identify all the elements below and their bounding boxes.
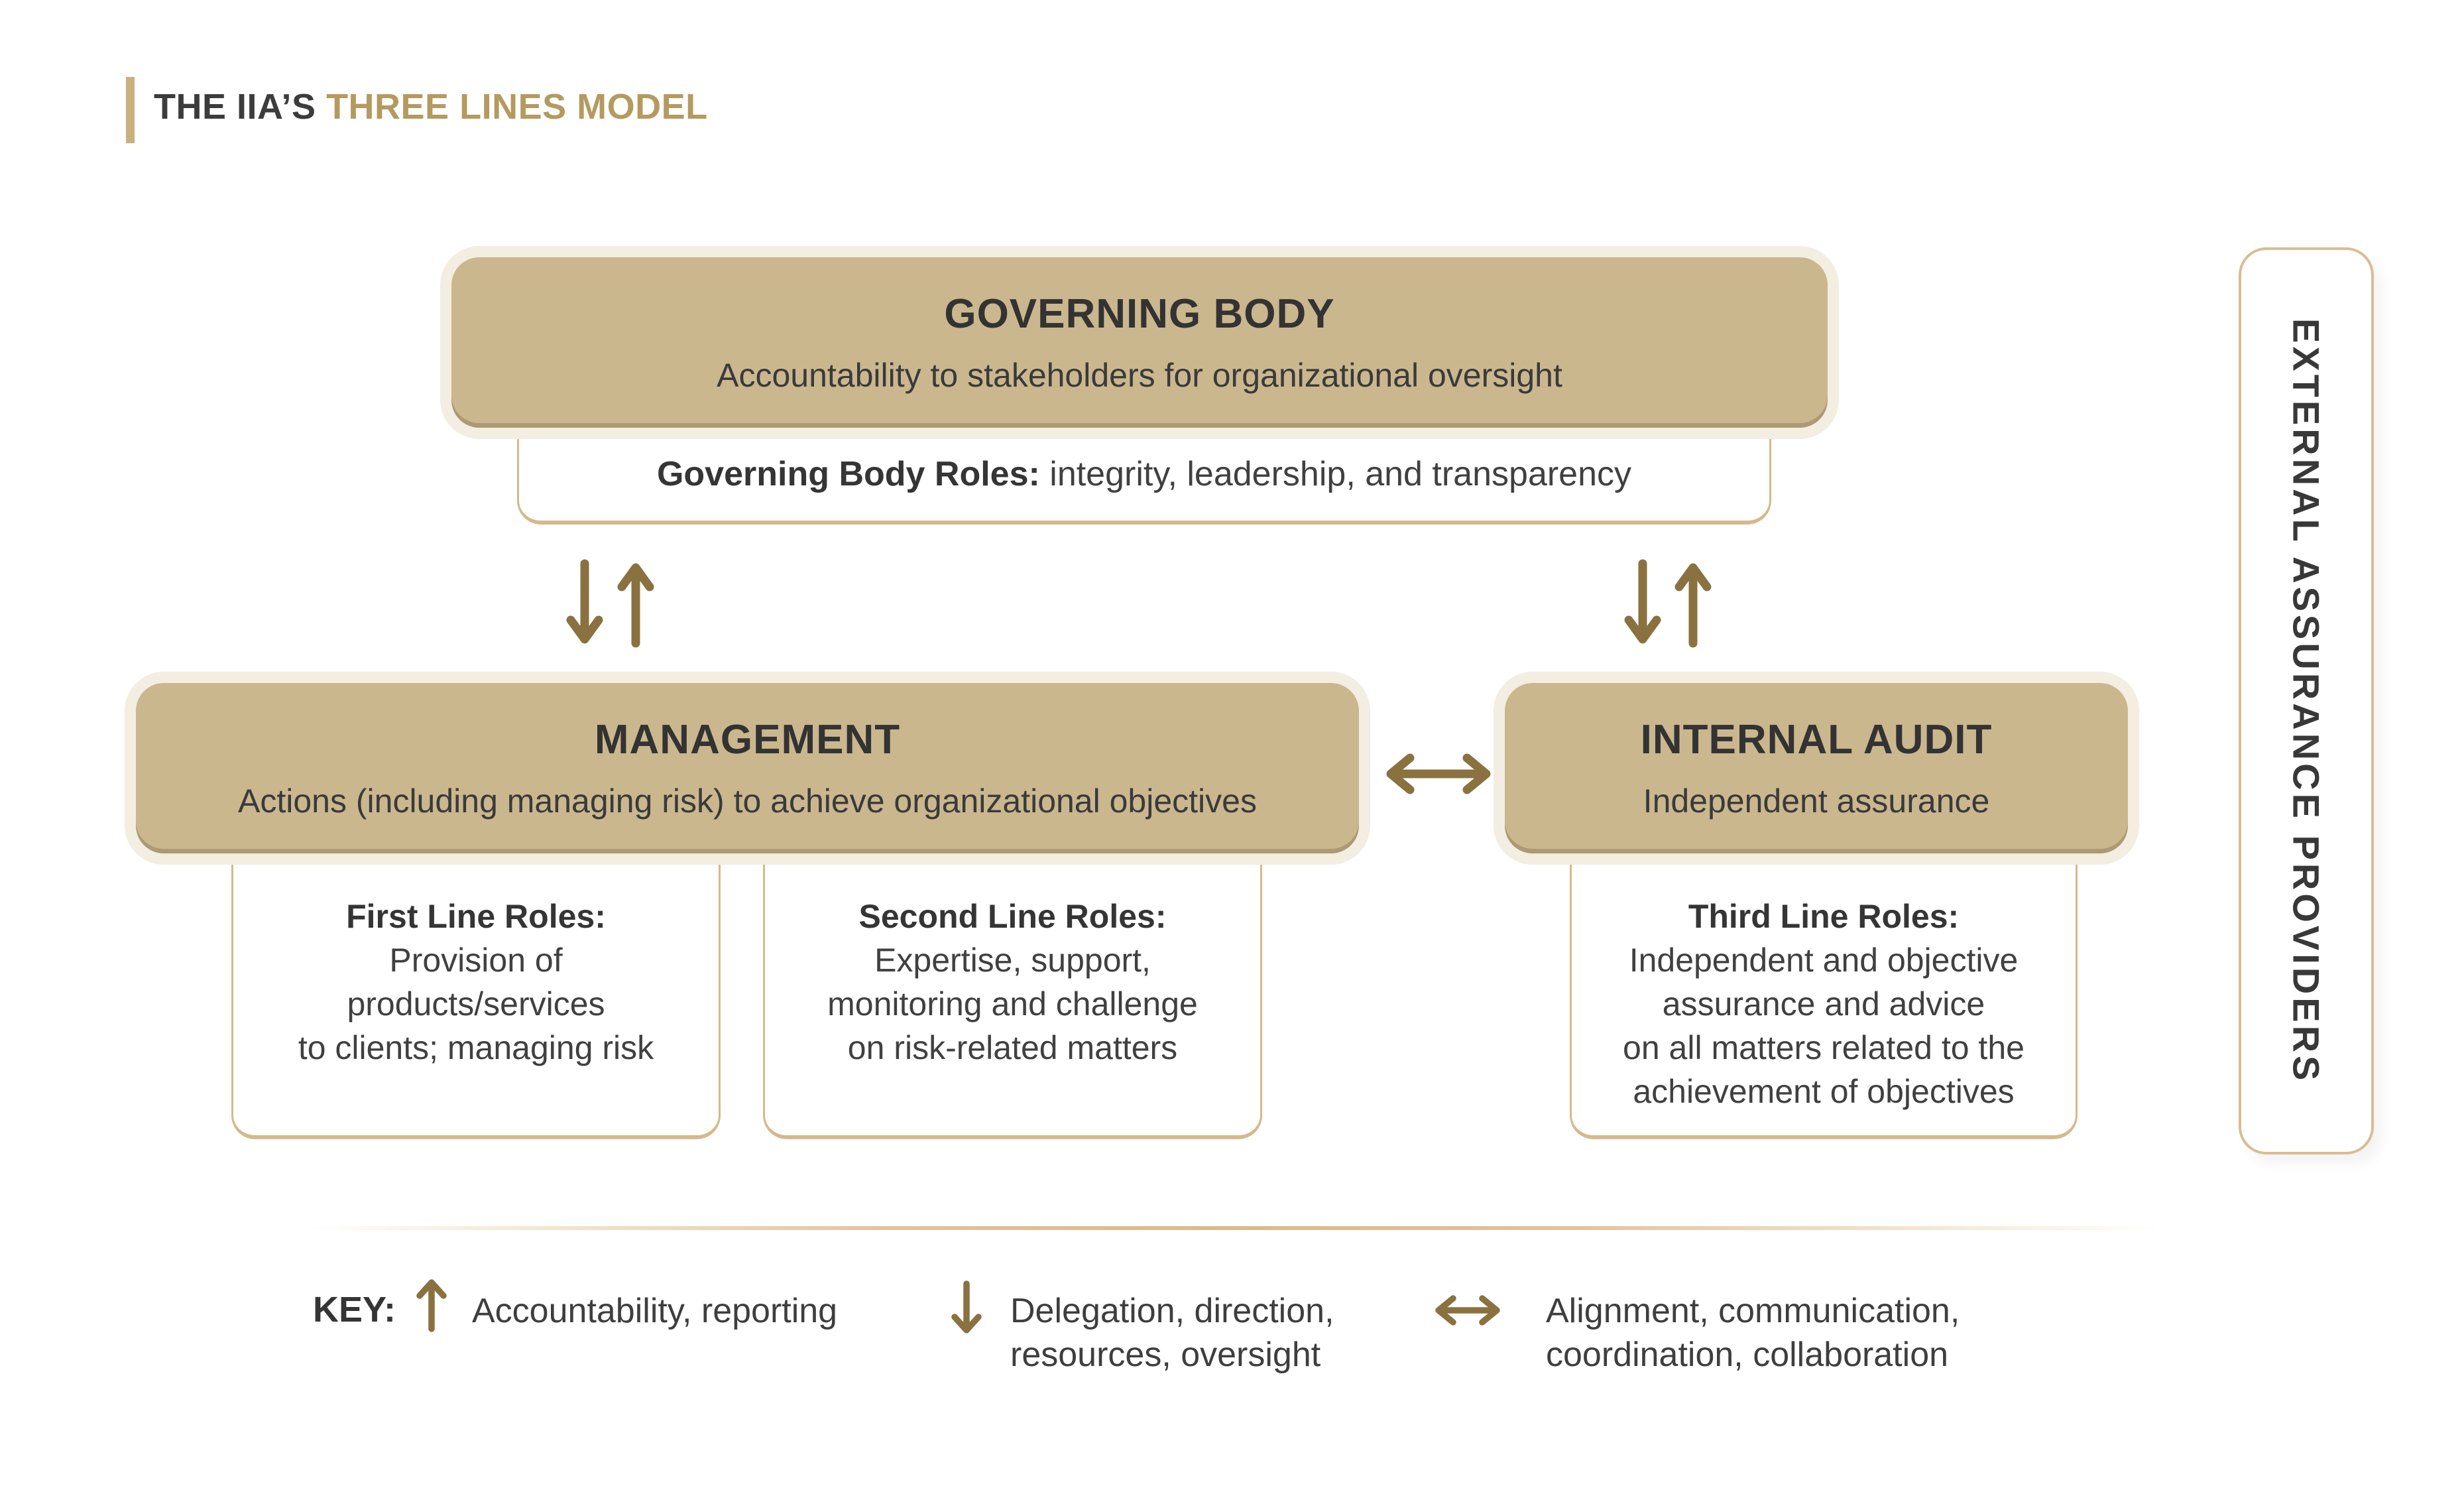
third-line-roles-line: Independent and objective <box>1629 942 2019 979</box>
second-line-roles-heading: Second Line Roles: <box>858 898 1167 935</box>
first-line-roles-line: to clients; managing risk <box>298 1029 654 1066</box>
external-assurance-providers-box: EXTERNAL ASSURANCE PROVIDERS <box>2239 247 2374 1154</box>
third-line-roles-line: achievement of objectives <box>1633 1073 2015 1110</box>
key-item-line: Accountability, reporting <box>472 1292 838 1330</box>
page-title-prefix: THE IIA’S <box>154 87 327 127</box>
third-line-roles-line: on all matters related to the <box>1623 1029 2024 1066</box>
governing-body-roles-box: Governing Body Roles: integrity, leaders… <box>517 428 1771 525</box>
governing-body-title: GOVERNING BODY <box>944 291 1335 337</box>
third-line-roles-line: assurance and advice <box>1662 985 1985 1023</box>
up-arrow-icon <box>617 557 654 650</box>
key-item-line: resources, oversight <box>1010 1336 1321 1374</box>
second-line-roles-line: on risk-related matters <box>847 1029 1178 1066</box>
key-item-delegation: Delegation, direction, resources, oversi… <box>1010 1289 1334 1377</box>
governing-body-box: GOVERNING BODY Accountability to stakeho… <box>451 257 1828 428</box>
up-arrow-icon <box>1674 557 1712 650</box>
key-divider-line <box>305 1226 2161 1230</box>
key-item-line: Delegation, direction, <box>1010 1292 1334 1330</box>
third-line-roles-text: Third Line Roles: Independent and object… <box>1572 853 2076 1113</box>
left-right-arrow-icon <box>1433 1293 1502 1328</box>
page-title: THE IIA’S THREE LINES MODEL <box>154 86 708 127</box>
third-line-roles-box: Third Line Roles: Independent and object… <box>1570 853 2078 1139</box>
left-right-arrow-icon <box>1382 753 1495 794</box>
governing-body-roles-detail: integrity, leadership, and transparency <box>1039 455 1632 493</box>
first-line-roles-line: products/services <box>347 985 605 1023</box>
title-accent-bar <box>126 77 135 143</box>
first-line-roles-line: Provision of <box>389 942 563 979</box>
management-box: MANAGEMENT Actions (including managing r… <box>136 683 1359 853</box>
second-line-roles-line: Expertise, support, <box>874 942 1151 979</box>
governing-body-roles-label: Governing Body Roles: <box>656 455 1040 493</box>
page-title-highlight: THREE LINES MODEL <box>326 87 708 127</box>
internal-audit-box: INTERNAL AUDIT Independent assurance <box>1505 683 2128 853</box>
third-line-roles-heading: Third Line Roles: <box>1688 898 1960 935</box>
key-item-line: Alignment, communication, <box>1546 1292 1960 1330</box>
down-arrow-icon <box>566 557 603 650</box>
first-line-roles-text: First Line Roles: Provision of products/… <box>233 853 719 1070</box>
up-arrow-icon <box>416 1277 447 1333</box>
down-arrow-icon <box>1624 557 1661 650</box>
internal-audit-title: INTERNAL AUDIT <box>1640 717 1993 763</box>
second-line-roles-text: Second Line Roles: Expertise, support, m… <box>765 853 1260 1070</box>
first-line-roles-heading: First Line Roles: <box>346 898 606 935</box>
down-arrow-icon <box>951 1280 982 1336</box>
key-item-line: coordination, collaboration <box>1546 1336 1949 1374</box>
management-title: MANAGEMENT <box>594 717 901 763</box>
external-assurance-providers-label: EXTERNAL ASSURANCE PROVIDERS <box>2285 318 2327 1084</box>
key-item-alignment: Alignment, communication, coordination, … <box>1546 1289 1960 1377</box>
governing-body-subtitle: Accountability to stakeholders for organ… <box>717 357 1562 394</box>
management-subtitle: Actions (including managing risk) to ach… <box>238 782 1257 820</box>
key-label: KEY: <box>313 1290 396 1330</box>
second-line-roles-line: monitoring and challenge <box>827 985 1198 1023</box>
internal-audit-subtitle: Independent assurance <box>1643 782 1990 820</box>
governing-body-roles-text: Governing Body Roles: integrity, leaders… <box>657 454 1631 494</box>
second-line-roles-box: Second Line Roles: Expertise, support, m… <box>763 853 1262 1139</box>
first-line-roles-box: First Line Roles: Provision of products/… <box>231 853 721 1139</box>
key-item-accountability: Accountability, reporting <box>472 1289 837 1333</box>
